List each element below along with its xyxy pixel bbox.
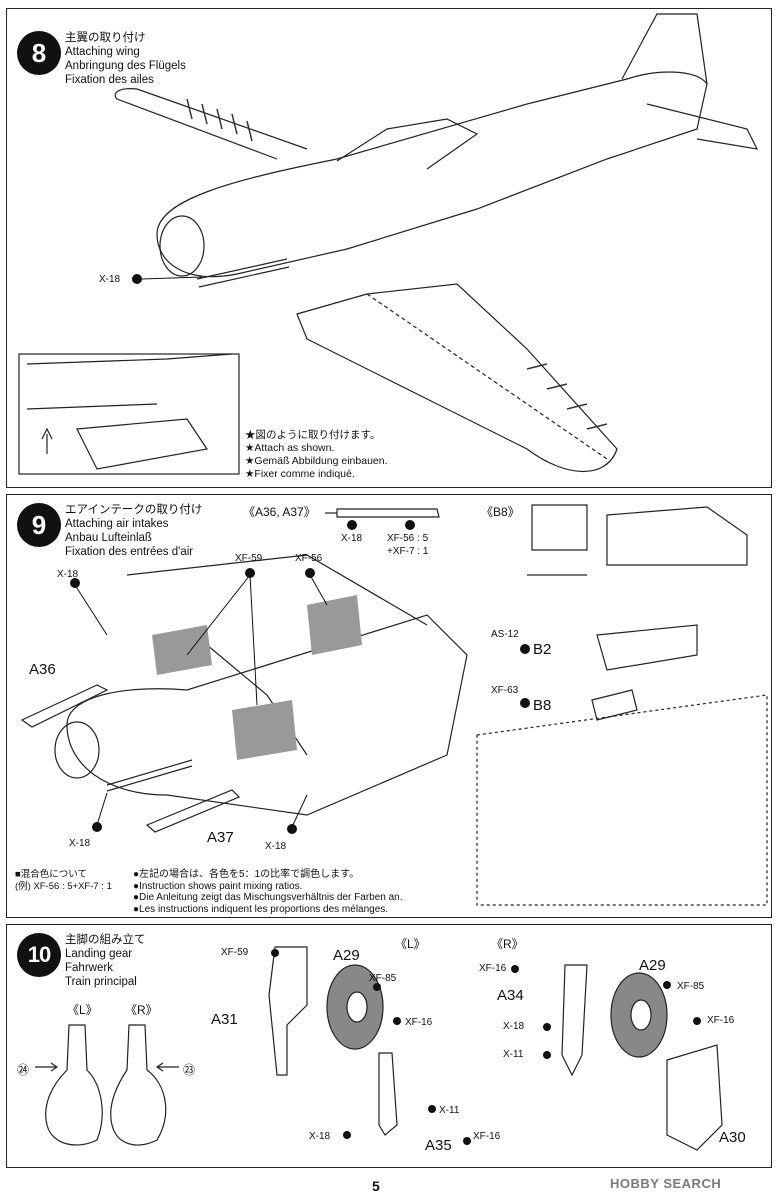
- step9-xf56: XF-56: [295, 553, 323, 564]
- step10-L-xf16: XF-16: [405, 1017, 433, 1028]
- step8-note-ja: ★図のように取り付けます。: [245, 429, 381, 441]
- step9-xf7-mix: +XF-7 : 1: [387, 546, 429, 557]
- step10-title-en: Landing gear: [65, 948, 133, 960]
- step10-title-ja: 主脚の組み立て: [65, 934, 146, 946]
- step9-b2: B2: [533, 641, 552, 658]
- step10-header-L: 《L》: [395, 937, 426, 951]
- step9-mix-en: ●Instruction shows paint mixing ratios.: [133, 880, 303, 892]
- step10-header-R: 《R》: [491, 937, 524, 951]
- step10-titles: 主脚の組み立て Landing gear Fahrwerk Train prin…: [65, 933, 146, 989]
- step10-L-xf59: XF-59: [221, 947, 249, 958]
- step8-title-de: Anbringung des Flügels: [65, 60, 186, 72]
- step9-illustration: [20, 504, 768, 906]
- step10-small-L: 《L》: [67, 1003, 98, 1017]
- step8-panel: 8 主翼の取り付け Attaching wing Anbringung des …: [6, 8, 772, 488]
- step9-x18-top: X-18: [341, 533, 363, 544]
- step9-b8: B8: [533, 697, 552, 714]
- step10-L-x11: X-11: [439, 1105, 460, 1116]
- step8-note-fr: ★Fixer comme indiqué.: [245, 468, 355, 480]
- watermark: HOBBY SEARCH: [610, 1176, 722, 1191]
- step10-R-a34: A34: [497, 987, 524, 1004]
- page-number: 5: [372, 1178, 380, 1194]
- step9-a37: A37: [207, 829, 234, 846]
- step9-xf56-mix: XF-56 : 5: [387, 533, 429, 544]
- step9-b8-header: 《B8》: [481, 505, 520, 519]
- step9-panel: 9 エアインテークの取り付け Attaching air intakes Anb…: [6, 494, 772, 918]
- step8-x18-label: X-18: [99, 274, 121, 285]
- step8-note: ★図のように取り付けます。 ★Attach as shown. ★Gemäß A…: [245, 429, 388, 481]
- step9-mix-example: (例) XF-56 : 5+XF-7 : 1: [15, 881, 112, 892]
- step8-note-de: ★Gemäß Abbildung einbauen.: [245, 455, 388, 467]
- step10-R-a30: A30: [719, 1129, 746, 1146]
- step10-R-x11: X-11: [503, 1049, 524, 1060]
- step10-ref-24: ㉔: [17, 1063, 30, 1077]
- step10-R-a29: A29: [639, 957, 666, 974]
- step10-L-x18: X-18: [309, 1131, 331, 1142]
- step9-title-ja: エアインテークの取り付け: [65, 504, 203, 516]
- step10-panel: 10 主脚の組み立て Landing gear Fahrwerk Train p…: [6, 924, 772, 1168]
- step10-R-xf85: XF-85: [677, 981, 705, 992]
- step9-title-de: Anbau Lufteinlaß: [65, 532, 152, 544]
- step9-mix-fr: ●Les instructions indiquent les proporti…: [133, 903, 389, 915]
- step8-aircraft-illustration: [18, 13, 759, 475]
- step9-x18-b: X-18: [69, 838, 91, 849]
- step10-L-a29: A29: [333, 947, 360, 964]
- step8-note-en: ★Attach as shown.: [245, 442, 335, 454]
- step9-x18-c: X-18: [265, 841, 287, 852]
- step9-mix-de: ●Die Anleitung zeigt das Mischungsverhäl…: [133, 892, 403, 903]
- step9-as12: AS-12: [491, 629, 519, 640]
- step10-R-xf16: XF-16: [479, 963, 507, 974]
- step10-number: 10: [17, 933, 61, 977]
- step9-title-en: Attaching air intakes: [65, 518, 169, 530]
- step9-mix-ja: ●左記の場合は、各色を5：1の比率で調色します。: [133, 869, 360, 880]
- step10-L-xf85: XF-85: [369, 973, 397, 984]
- step8-title-en: Attaching wing: [65, 46, 140, 58]
- step9-mix-title: ■混合色について: [15, 869, 87, 880]
- step8-titles: 主翼の取り付け Attaching wing Anbringung des Fl…: [65, 31, 186, 87]
- step9-mix-note: ●左記の場合は、各色を5：1の比率で調色します。 ●Instruction sh…: [133, 869, 403, 915]
- step10-L-xf16b: XF-16: [473, 1131, 501, 1142]
- step9-x18-a: X-18: [57, 569, 79, 580]
- step10-L-a35: A35: [425, 1137, 452, 1154]
- step10-small-R: 《R》: [125, 1003, 158, 1017]
- step9-parts-header: 《A36, A37》: [243, 505, 316, 519]
- step10-ref-23: ㉓: [183, 1063, 196, 1077]
- step9-number: 9: [17, 503, 61, 547]
- step8-number: 8: [17, 31, 61, 75]
- step10-R-x18: X-18: [503, 1021, 525, 1032]
- step9-a36: A36: [29, 661, 56, 678]
- step9-mix-legend: ■混合色について (例) XF-56 : 5+XF-7 : 1: [15, 869, 112, 893]
- step9-title-fr: Fixation des entrées d'air: [65, 546, 194, 558]
- step9-xf59: XF-59: [235, 553, 263, 564]
- step8-title-ja: 主翼の取り付け: [65, 32, 146, 44]
- step9-titles: エアインテークの取り付け Attaching air intakes Anbau…: [65, 503, 202, 559]
- step10-R-xf16b: XF-16: [707, 1015, 735, 1026]
- step10-title-fr: Train principal: [65, 976, 137, 988]
- step10-L-a31: A31: [211, 1011, 238, 1028]
- step9-xf63: XF-63: [491, 685, 519, 696]
- step8-title-fr: Fixation des ailes: [65, 74, 154, 86]
- step10-illustration: [35, 946, 723, 1151]
- step10-title-de: Fahrwerk: [65, 962, 113, 974]
